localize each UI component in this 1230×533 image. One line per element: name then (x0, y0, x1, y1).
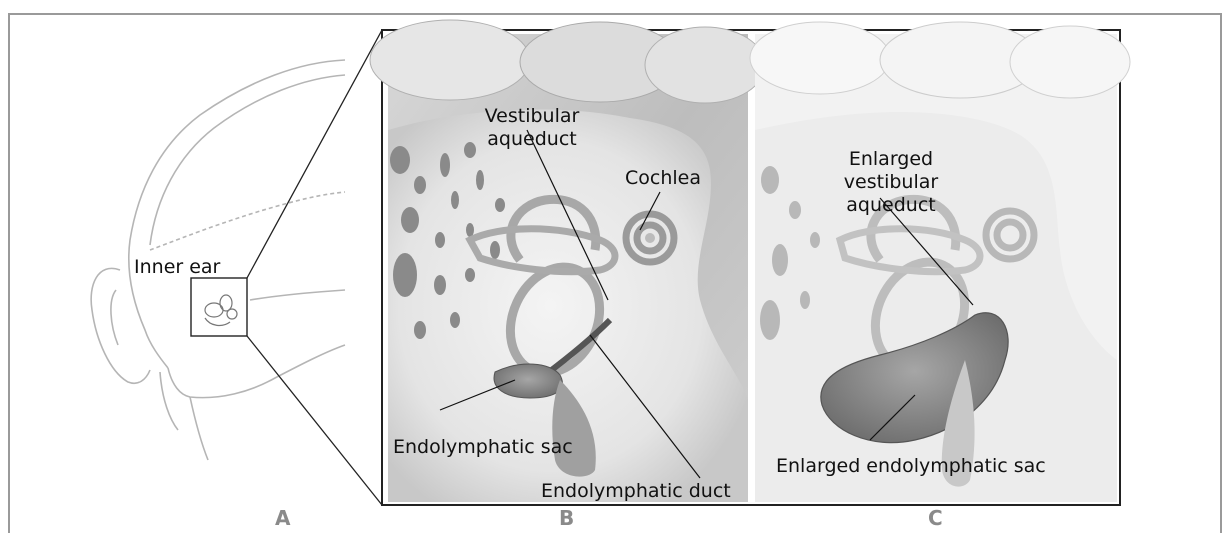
suture-line (150, 192, 345, 250)
jaw-line (168, 345, 345, 398)
neck-line (190, 397, 208, 460)
skull-inner-outline (150, 75, 345, 245)
label-endolymphatic-sac: Endolymphatic sac (393, 436, 573, 459)
panel-b-art (370, 20, 765, 502)
label-vestibular-aqueduct-line1: Vestibular (472, 105, 592, 128)
small-inner-ear (205, 295, 237, 325)
label-cochlea: Cochlea (625, 167, 701, 190)
skull-outline (129, 60, 345, 368)
zoom-line-top (247, 30, 382, 278)
ear-outer (91, 268, 150, 383)
label-inner-ear: Inner ear (134, 256, 220, 279)
label-enlarged-aqueduct-line2: vestibular (836, 171, 946, 194)
ear-inner (111, 290, 118, 345)
panel-letter-a: A (275, 506, 290, 530)
zoom-line-bottom (247, 336, 382, 505)
label-enlarged-endolymphatic-sac: Enlarged endolymphatic sac (776, 455, 1046, 478)
label-enlarged-aqueduct-line1: Enlarged (836, 148, 946, 171)
cheek-line (250, 290, 345, 300)
label-enlarged-vestibular-aqueduct: Enlarged vestibular aqueduct (836, 148, 946, 217)
label-vestibular-aqueduct: Vestibular aqueduct (472, 105, 592, 151)
label-enlarged-aqueduct-line3: aqueduct (836, 194, 946, 217)
panel-c-art (750, 22, 1130, 502)
label-endolymphatic-duct: Endolymphatic duct (541, 480, 731, 503)
label-vestibular-aqueduct-line2: aqueduct (472, 128, 592, 151)
panel-letter-c: C (928, 506, 943, 530)
mastoid-line (160, 372, 178, 430)
panel-letter-b: B (559, 506, 574, 530)
inner-ear-box (191, 278, 247, 336)
